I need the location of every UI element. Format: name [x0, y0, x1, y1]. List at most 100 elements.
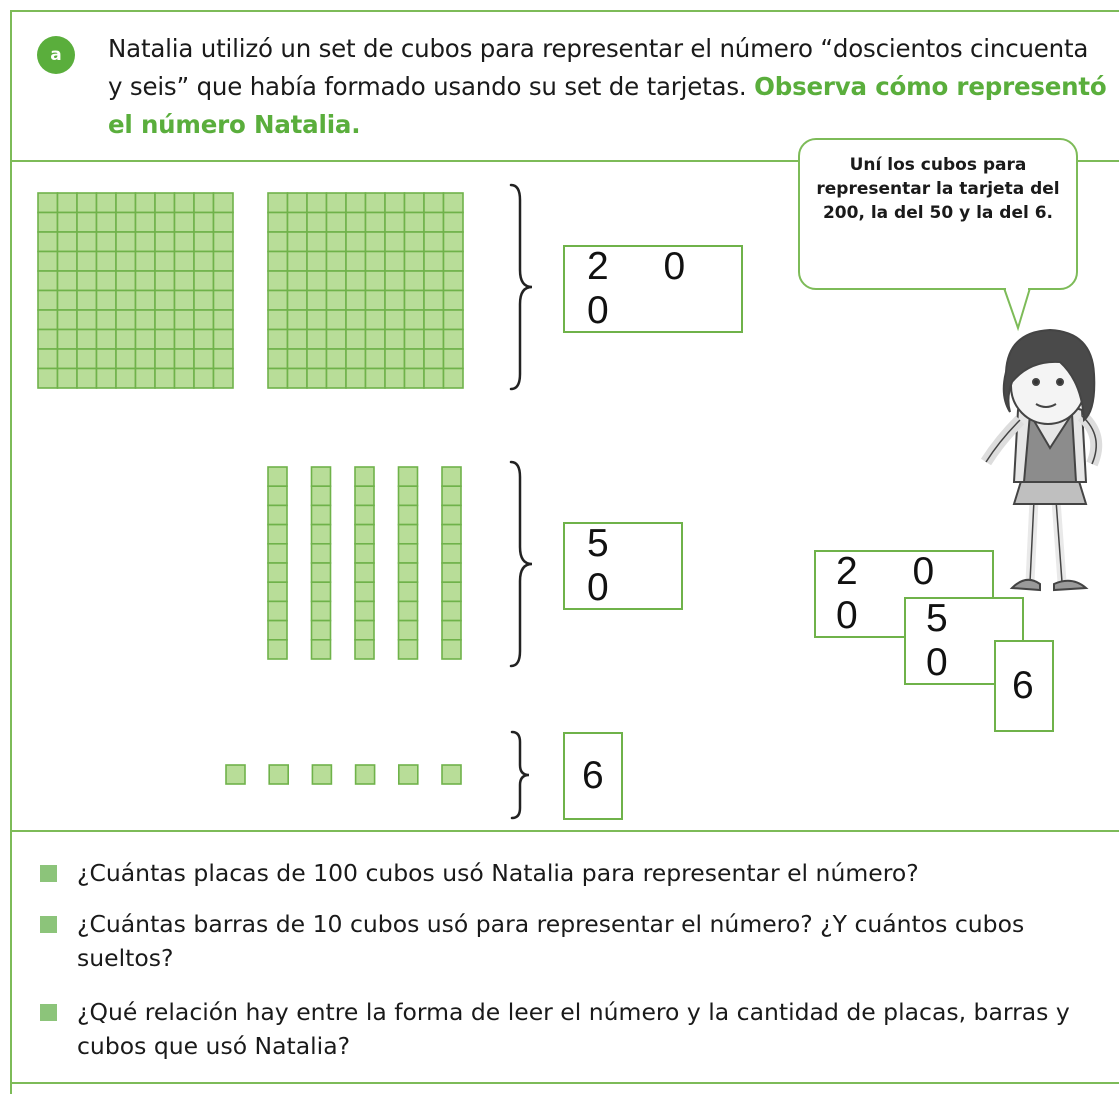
plate-cube [306, 367, 328, 389]
plate-cube [364, 250, 386, 272]
plate-cube [423, 328, 445, 350]
plate-cube [154, 289, 176, 311]
plate-cube [212, 348, 234, 370]
plate-cube [76, 231, 98, 253]
bar-cube [267, 638, 288, 660]
plate-cube [212, 289, 234, 311]
plate-cube [442, 309, 464, 331]
stacked-card-tens-value: 5 0 [926, 597, 970, 684]
plate-cube [173, 309, 195, 331]
plate-cube [173, 270, 195, 292]
plate-cube [134, 211, 156, 233]
plate-cube [442, 250, 464, 272]
divider-upper [10, 160, 800, 162]
bar-cube [310, 542, 332, 564]
plate-cube [56, 289, 78, 311]
bar-cube [397, 485, 419, 507]
plate-cube [403, 289, 425, 311]
plate-cube [37, 192, 59, 214]
frame-left [10, 10, 12, 1094]
plate-cube [306, 270, 328, 292]
plate-cube [115, 211, 137, 233]
bar-cube [441, 619, 462, 641]
bar-cube [441, 466, 462, 488]
stacked-card-ones-value: 6 [1012, 664, 1034, 707]
bar-cube [310, 619, 332, 641]
plate-cube [286, 367, 308, 389]
plate-cube [325, 192, 347, 214]
bar-cube [354, 523, 375, 545]
bar-cube [267, 562, 288, 584]
plate-cube [134, 270, 156, 292]
plate-cube [37, 250, 59, 272]
plate-cube [286, 270, 308, 292]
frame-top [10, 10, 1119, 12]
loose-cube [225, 764, 246, 785]
bar-cube [310, 485, 332, 507]
plate-cube [37, 270, 59, 292]
plate-cube [364, 328, 386, 350]
plate-cube [364, 211, 386, 233]
plate-cube [345, 231, 367, 253]
plate-cube [345, 289, 367, 311]
loose-cube [441, 764, 462, 785]
plate-cube [403, 367, 425, 389]
bar-cube [310, 523, 332, 545]
plate-cube [345, 211, 367, 233]
bar-cube [310, 504, 332, 526]
bar-cube [354, 600, 375, 622]
plate-cube [173, 231, 195, 253]
intro-highlight: Observa cómo representó el número Natali… [108, 72, 1107, 139]
brace-ones [510, 730, 530, 820]
plate-cube [267, 231, 289, 253]
speech-bubble-text: Uní los cubos para representar la tarjet… [816, 155, 1060, 223]
plate-cube [403, 231, 425, 253]
plate-cube [56, 231, 78, 253]
plate-cube [212, 328, 234, 350]
question-bullet-2 [40, 916, 57, 933]
plate-cube [364, 270, 386, 292]
activity-badge: a [37, 36, 75, 74]
plate-cube [154, 270, 176, 292]
plate-cube [423, 289, 445, 311]
plate-cube [306, 309, 328, 331]
plate-cube [212, 192, 234, 214]
bar-cube [397, 562, 419, 584]
plate-cube [364, 367, 386, 389]
plate-cube [267, 270, 289, 292]
plate-cube [193, 328, 215, 350]
plate-cube [134, 348, 156, 370]
plate-cube [37, 289, 59, 311]
plate-cube [37, 328, 59, 350]
plate-cube [193, 270, 215, 292]
plate-cube [267, 211, 289, 233]
plate-cube [286, 328, 308, 350]
plate-cube [423, 348, 445, 370]
plate-cube [134, 289, 156, 311]
plate-cube [306, 211, 328, 233]
plate-cube [115, 328, 137, 350]
bar-cube [397, 504, 419, 526]
bar-cube [354, 562, 375, 584]
plate-cube [134, 367, 156, 389]
plate-cube [154, 211, 176, 233]
plate-cube [154, 250, 176, 272]
plate-cube [115, 231, 137, 253]
plate-cube [193, 367, 215, 389]
bar-cube [310, 600, 332, 622]
plate-cube [95, 328, 117, 350]
plate-cube [286, 192, 308, 214]
plate-cube [115, 348, 137, 370]
child-illustration [980, 328, 1103, 592]
plate-cube [95, 250, 117, 272]
plate-cube [442, 328, 464, 350]
plate-cube [154, 367, 176, 389]
plate-cube [76, 328, 98, 350]
plate-cube [173, 192, 195, 214]
plate-cube [134, 250, 156, 272]
plate-cube [306, 231, 328, 253]
plate-cube [37, 309, 59, 331]
plate-cube [267, 328, 289, 350]
bar-cube [267, 581, 288, 603]
